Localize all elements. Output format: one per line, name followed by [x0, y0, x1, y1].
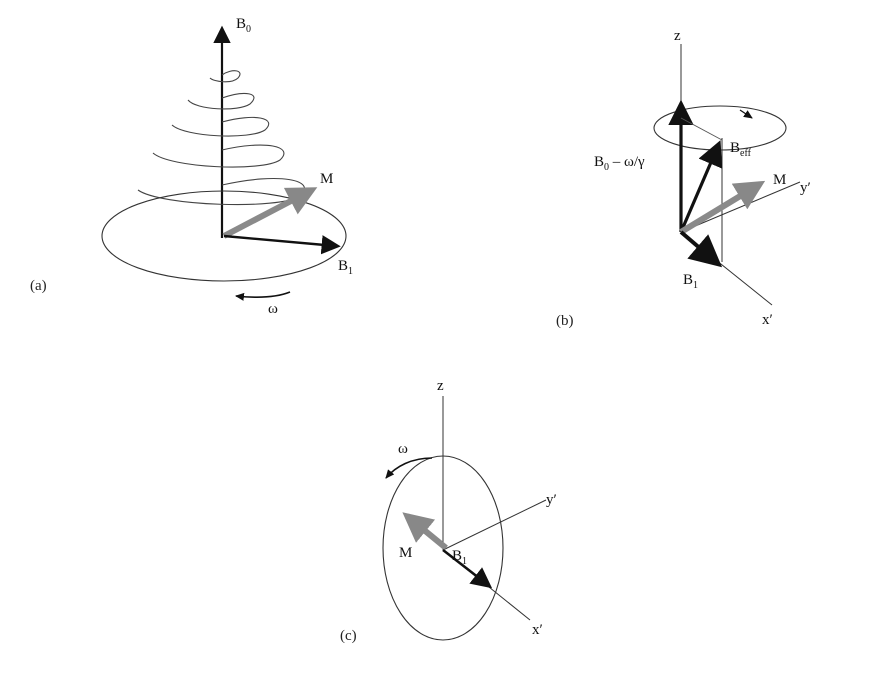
panel-b: z B0 – ω/γ Beff M y′ B1 x′ (b) — [556, 28, 811, 329]
panel-c-omega-arrow — [385, 457, 433, 479]
panel-c: z ω y′ M B1 x′ (c) — [340, 378, 557, 644]
panel-b-m-vector — [679, 180, 766, 235]
panel-c-yprime-axis — [442, 499, 547, 551]
panel-a-b1-label: B1 — [338, 258, 353, 277]
panel-c-omega-label: ω — [398, 441, 408, 457]
panel-b-z-label: z — [674, 28, 681, 44]
panel-b-precession-arrow — [739, 109, 753, 119]
panel-b-connector — [680, 117, 723, 141]
panel-a-m-vector — [222, 187, 318, 239]
panel-c-yprime-label: y′ — [546, 492, 557, 508]
panel-a-base-ellipse — [101, 190, 347, 282]
panel-a-spiral — [137, 70, 306, 206]
panel-c-m-vector — [402, 512, 448, 551]
panel-a-omega-label: ω — [268, 301, 278, 317]
panel-b-b1-vector — [679, 230, 723, 268]
panel-b-beff-vector — [679, 140, 723, 233]
panel-b-precession-ellipse — [653, 105, 787, 151]
panel-c-b1-vector — [442, 548, 493, 589]
panel-c-nutation-ellipse — [382, 455, 504, 641]
panel-c-m-label: M — [399, 545, 412, 561]
panel-b-b0-omega-label: B0 – ω/γ — [594, 154, 645, 173]
panel-c-b1-label: B1 — [452, 548, 467, 567]
panel-a-b1-vector — [223, 234, 341, 255]
panel-b-xprime-label: x′ — [762, 312, 773, 328]
panel-c-xprime-label: x′ — [532, 622, 543, 638]
panel-b-caption: (b) — [556, 313, 574, 329]
panel-a-caption: (a) — [30, 278, 47, 294]
panel-b-m-label: M — [773, 172, 786, 188]
panel-b-b1-label: B1 — [683, 272, 698, 291]
panel-b-beff-label: Beff — [730, 140, 752, 159]
panel-a-m-label: M — [320, 171, 333, 187]
panel-b-yprime-label: y′ — [800, 180, 811, 196]
panel-c-z-label: z — [437, 378, 444, 394]
panel-a-b0-label: B0 — [236, 16, 251, 35]
panel-a-omega-arrow — [235, 291, 291, 301]
panel-a: B0 M B1 ω (a) — [30, 16, 353, 317]
panel-c-caption: (c) — [340, 628, 357, 644]
